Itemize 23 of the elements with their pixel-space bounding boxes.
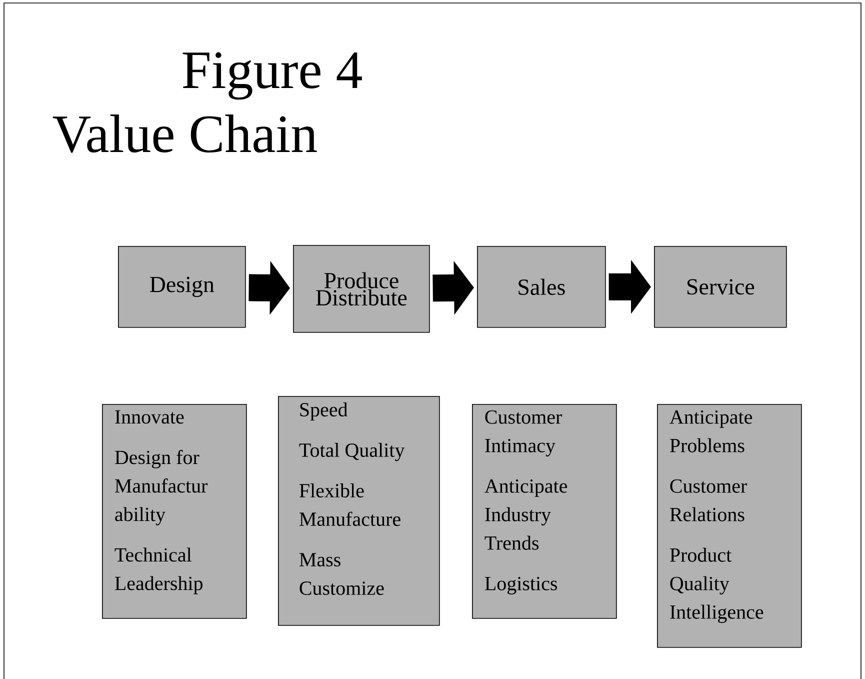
stage-box: Service [654,246,787,328]
title: Value Chain [52,114,317,153]
list-box [102,404,247,619]
list-item: Customer Relations [670,479,747,522]
list-item: Anticipate Industry Trends [484,479,568,550]
list-item: Anticipate Problems [670,410,752,452]
list-item: Mass Customize [299,553,384,595]
list-item: Speed [300,402,348,421]
list-box [278,396,440,626]
list-item: Product Quality Intelligence [670,548,764,623]
stage-box: Design [118,246,246,328]
list-box [472,404,617,619]
list-item: Customer Intimacy [485,410,562,456]
list-item: Design for Manufactur ability [114,450,208,526]
list-item: Logistics [484,576,558,594]
stage-box: Produce Distribute [293,245,430,333]
list-item: Total Quality [299,442,405,462]
title: Figure 4 [182,52,362,100]
list-box [657,404,802,648]
list-item: Innovate [115,410,184,424]
list-item: Technical Leadership [114,548,202,594]
stage-box: Sales [477,246,606,328]
list-item: Flexible Manufacture [299,483,400,526]
